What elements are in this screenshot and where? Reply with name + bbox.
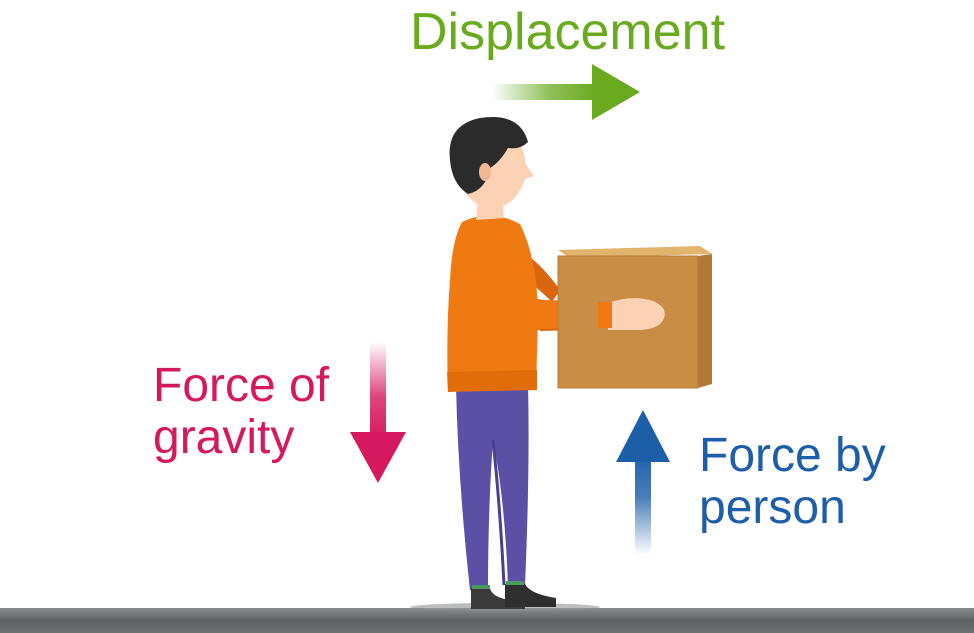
arrow-right-icon [492,64,640,120]
legs [456,385,529,590]
force-by-person-label: Force by person [699,430,886,534]
hand-front [598,298,665,330]
head [449,117,534,208]
person-figure [447,117,665,609]
arrow-up-icon [616,410,670,555]
shoes [471,581,556,609]
force-of-gravity-line1: Force of [153,359,330,412]
force-by-person-line2: person [699,480,846,534]
force-of-gravity-line2: gravity [153,410,295,464]
force-by-person-line1: Force by [699,429,886,482]
displacement-label: Displacement [410,3,726,61]
arrow-down-icon [350,342,406,483]
force-of-gravity-label: Force of gravity [153,360,329,464]
ground [0,603,974,633]
